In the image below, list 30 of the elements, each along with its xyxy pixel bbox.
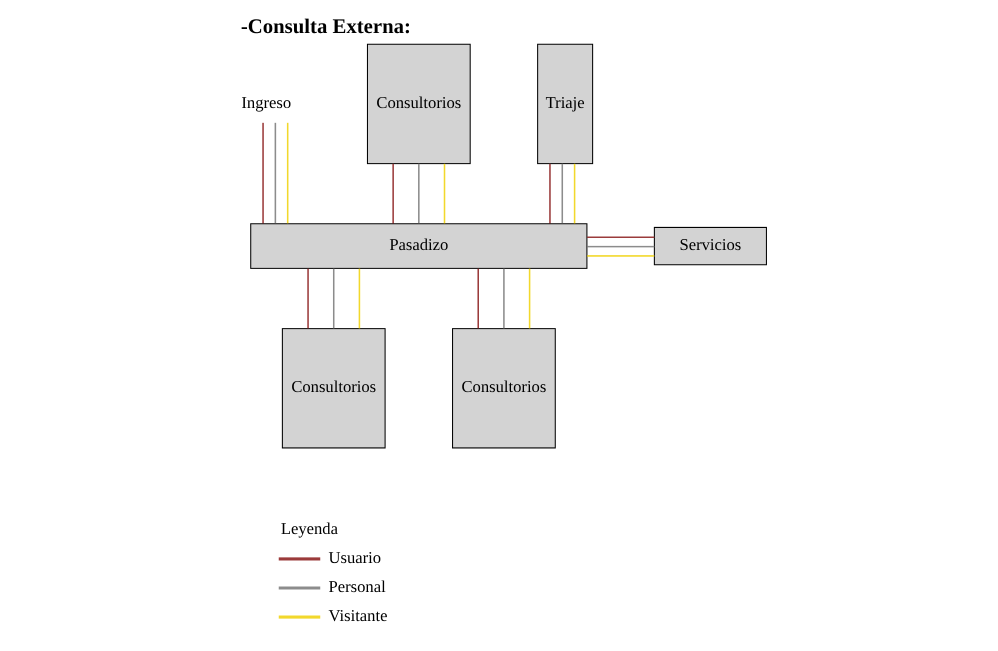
connector: [548, 163, 550, 223]
connector: [586, 254, 654, 256]
connector: [358, 268, 360, 328]
connector: [418, 163, 420, 223]
node-box: Pasadizo: [250, 222, 587, 268]
legend-label: Usuario: [328, 547, 381, 566]
connector: [274, 122, 276, 223]
connector: [586, 236, 654, 238]
connector: [306, 268, 308, 328]
node-box: Servicios: [653, 226, 766, 265]
node-box: Triaje: [536, 43, 593, 164]
connector: [262, 122, 264, 223]
label: Leyenda: [280, 518, 338, 538]
node-box: Consultorios: [452, 328, 556, 448]
connector: [476, 268, 478, 328]
node-box: Consultorios: [281, 328, 386, 448]
node-text: Ingreso: [240, 92, 291, 112]
connector: [528, 268, 530, 328]
connector: [392, 163, 394, 223]
legend-label: Visitante: [328, 606, 387, 624]
connector: [573, 163, 575, 223]
connector: [443, 163, 445, 223]
node-box: Consultorios: [366, 43, 470, 164]
connector: [502, 268, 504, 328]
diagram-title: -Consulta Externa:: [240, 15, 410, 38]
connector: [586, 245, 654, 247]
connector: [561, 163, 563, 223]
connector: [286, 122, 288, 223]
legend-label: Personal: [328, 576, 386, 596]
connector: [332, 268, 334, 328]
